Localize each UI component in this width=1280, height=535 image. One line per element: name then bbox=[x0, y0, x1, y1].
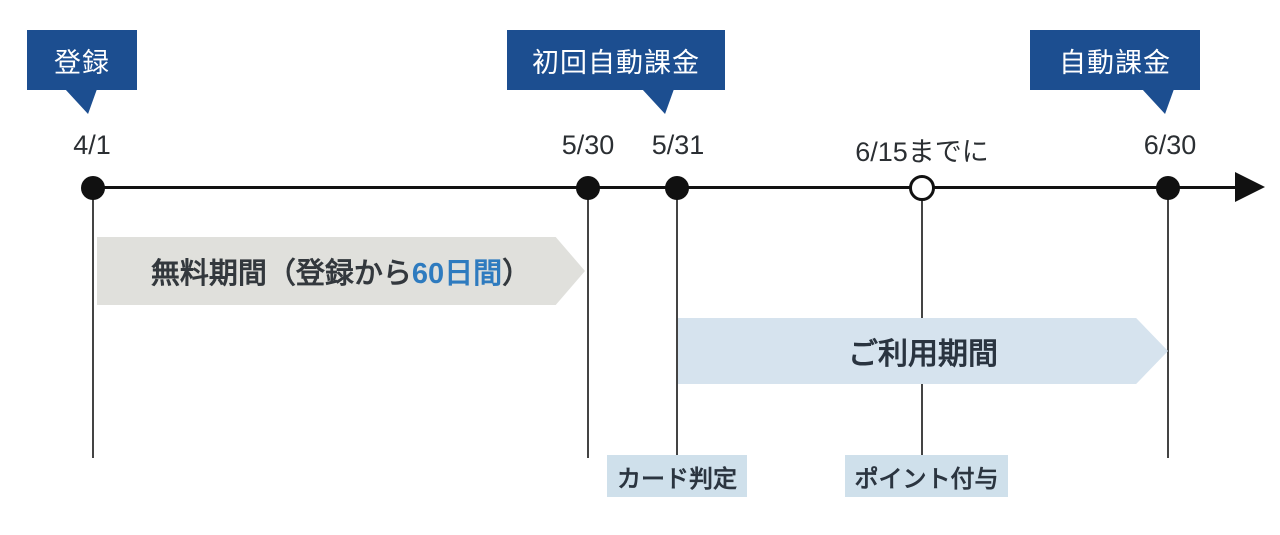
date-label-free-period-end: 5/30 bbox=[561, 130, 615, 160]
drop-line-start bbox=[92, 188, 94, 458]
timeline-point-first-billing bbox=[665, 176, 689, 200]
registration-bubble: 登録 bbox=[27, 30, 137, 114]
date-label-next-billing: 6/30 bbox=[1143, 130, 1197, 160]
free-period-prefix: 無料期間（登録から bbox=[150, 258, 412, 290]
usage-period-band: ご利用期間 bbox=[678, 318, 1168, 384]
first-auto-billing-bubble-label: 初回自動課金 bbox=[532, 47, 700, 78]
date-label-first-billing: 5/31 bbox=[651, 130, 705, 160]
date-label-points-deadline: 6/15までに bbox=[855, 137, 989, 167]
timeline-arrowhead-icon bbox=[1235, 172, 1265, 202]
drop-line-free-period-end bbox=[587, 188, 589, 458]
drop-line-next-billing bbox=[1167, 188, 1169, 458]
timeline-point-points-deadline-open bbox=[909, 175, 935, 201]
bubble-tail bbox=[65, 89, 97, 114]
auto-billing-bubble: 自動課金 bbox=[1030, 30, 1200, 114]
bubble-tail bbox=[642, 89, 674, 114]
usage-period-text: ご利用期間 bbox=[848, 338, 998, 371]
drop-line-first-billing bbox=[676, 188, 678, 455]
auto-billing-bubble-label: 自動課金 bbox=[1059, 47, 1171, 78]
timeline-point-free-period-end bbox=[576, 176, 600, 200]
timeline-point-next-billing bbox=[1156, 176, 1180, 200]
first-auto-billing-bubble: 初回自動課金 bbox=[507, 30, 725, 114]
card-check-label: カード判定 bbox=[607, 455, 747, 497]
points-grant-label: ポイント付与 bbox=[845, 455, 1008, 497]
registration-bubble-label: 登録 bbox=[54, 47, 110, 78]
date-label-start: 4/1 bbox=[73, 130, 111, 160]
free-period-suffix: ） bbox=[502, 258, 532, 290]
timeline-point-start bbox=[81, 176, 105, 200]
free-period-highlight: 60日間 bbox=[411, 258, 503, 290]
bubble-tail bbox=[1142, 89, 1174, 114]
free-period-band: 無料期間（登録から60日間） bbox=[97, 237, 585, 305]
free-period-text: 無料期間（登録から60日間） bbox=[151, 250, 531, 292]
